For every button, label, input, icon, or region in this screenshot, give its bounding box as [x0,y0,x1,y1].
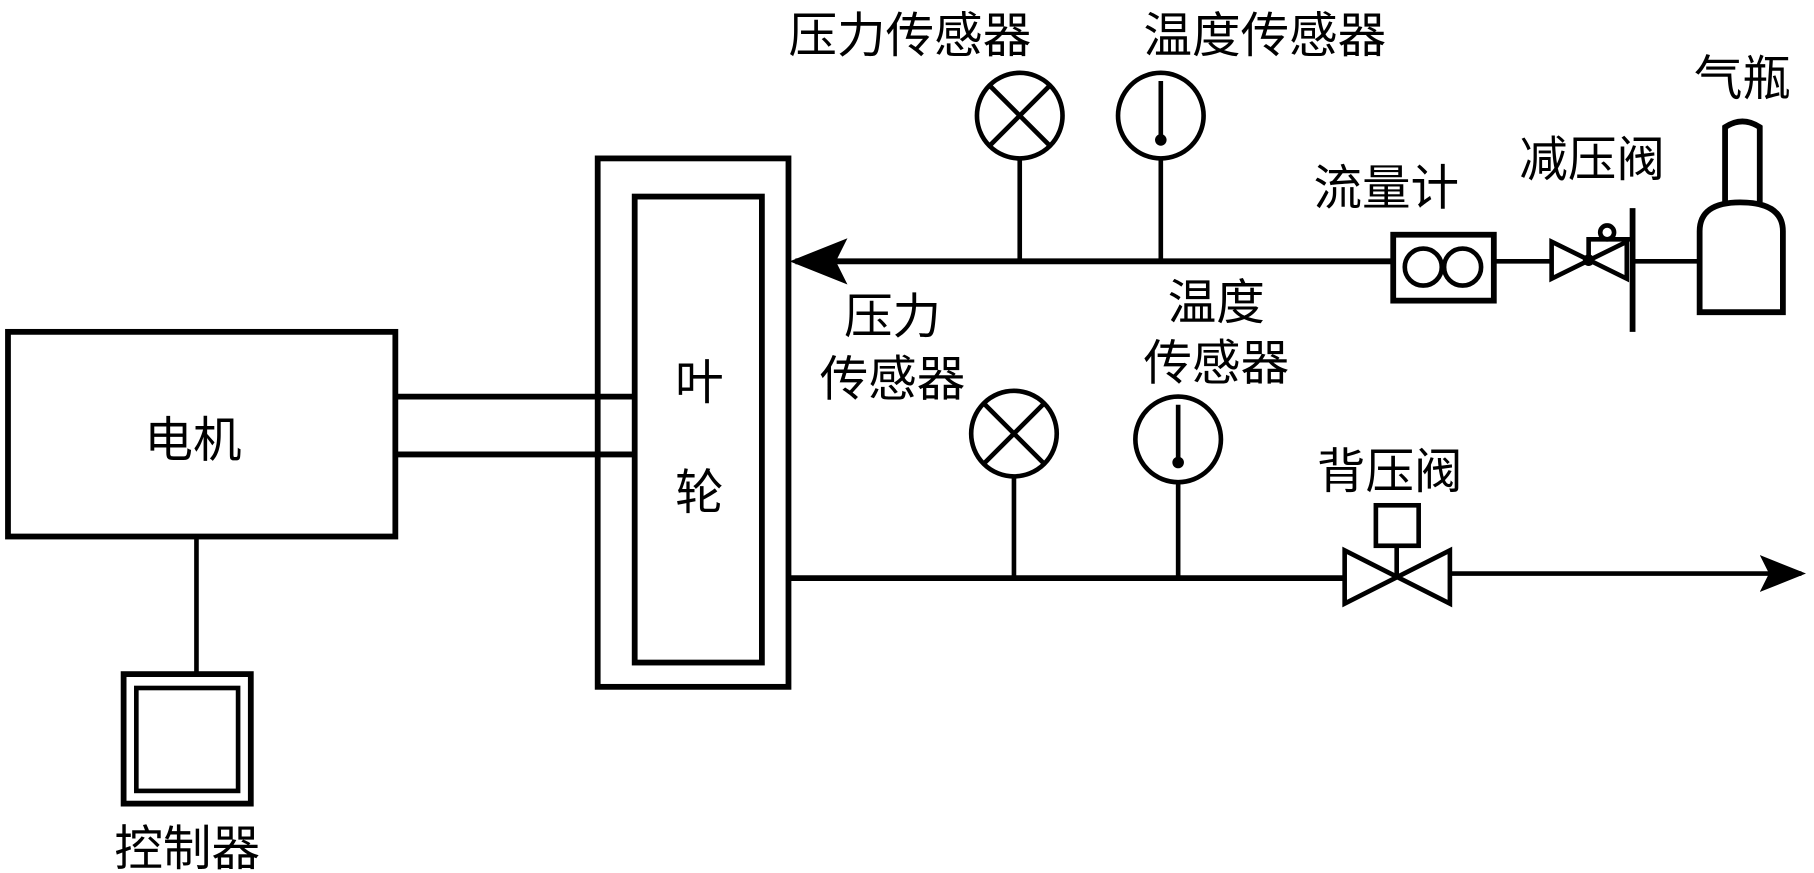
upper-temperature-sensor: 温度传感器 [1115,8,1387,262]
pressure-reducing-valve: 减压阀 [1519,132,1665,332]
flow-meter: 流量计 [1313,161,1497,304]
upper-pressure-sensor: 压力传感器 [789,8,1065,262]
motor: 电机 [5,328,399,540]
lower-pressure-sensor-label-1: 压力 [844,289,941,345]
controller-label: 控制器 [114,821,260,873]
pressure-reducing-valve-label: 减压阀 [1519,132,1665,188]
motor-label: 电机 [144,413,241,469]
impeller-label-2: 轮 [675,465,724,521]
back-pressure-valve: 背压阀 [1317,444,1463,608]
gas-cylinder: 气瓶 [1694,51,1791,316]
impeller-label-1: 叶 [675,355,724,411]
upper-temperature-sensor-label: 温度传感器 [1144,8,1387,64]
back-pressure-valve-label: 背压阀 [1317,444,1463,500]
flow-meter-label: 流量计 [1313,161,1459,217]
upper-pressure-sensor-label: 压力传感器 [789,8,1032,64]
lower-pressure-sensor: 压力 传感器 [820,289,1060,579]
controller: 控制器 [114,671,260,873]
impeller-housing: 叶 轮 [594,155,792,690]
lower-temperature-sensor-label-2: 传感器 [1143,335,1289,391]
lower-temperature-sensor: 温度 传感器 [1133,275,1289,579]
lower-temperature-sensor-label-1: 温度 [1168,275,1265,331]
gas-cylinder-label: 气瓶 [1694,51,1791,107]
lower-pressure-sensor-label-2: 传感器 [820,351,966,407]
